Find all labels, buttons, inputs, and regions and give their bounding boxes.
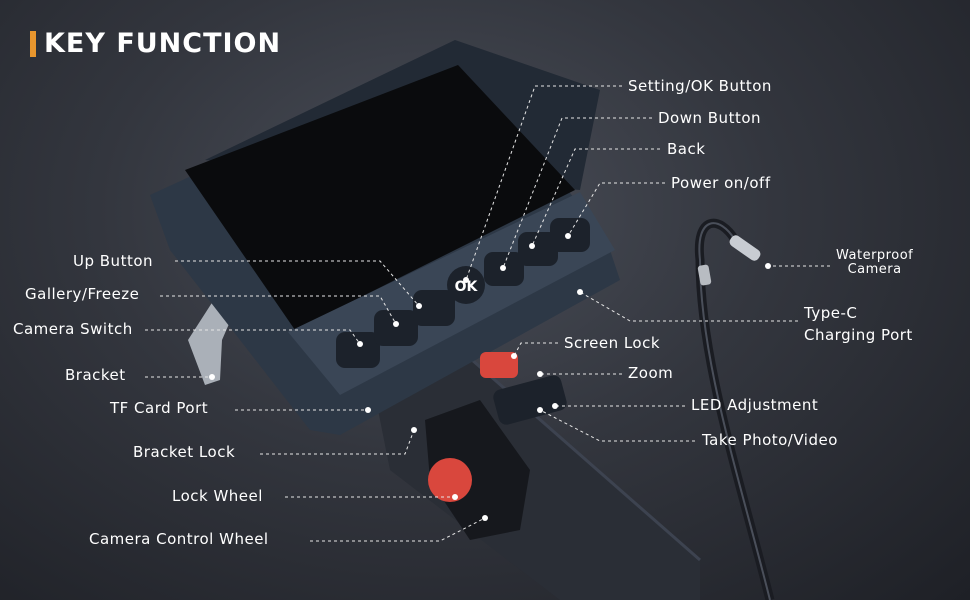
label-bracket-lock: Bracket Lock bbox=[133, 443, 236, 461]
ok-button bbox=[447, 266, 485, 304]
label-screen-lock: Screen Lock bbox=[564, 334, 661, 352]
label-bracket: Bracket bbox=[65, 366, 126, 384]
label-gallery: Gallery/Freeze bbox=[25, 285, 140, 303]
label-typec: Type-C Charging Port bbox=[804, 302, 913, 346]
label-waterproof-line1: Waterproof bbox=[836, 248, 914, 263]
screen bbox=[185, 65, 575, 330]
label-power: Power on/off bbox=[671, 174, 771, 192]
label-setting-ok: Setting/OK Button bbox=[628, 77, 772, 95]
label-camera-switch: Camera Switch bbox=[13, 320, 133, 338]
lock-wheel bbox=[428, 458, 472, 502]
label-zoom: Zoom bbox=[628, 364, 674, 382]
label-tf-card: TF Card Port bbox=[110, 399, 209, 417]
title-text: KEY FUNCTION bbox=[44, 28, 282, 59]
control-buttons: OK bbox=[336, 218, 590, 425]
label-back: Back bbox=[667, 140, 706, 158]
label-photo-video: Take Photo/Video bbox=[702, 431, 838, 449]
label-up: Up Button bbox=[73, 252, 154, 270]
waterproof-camera-tip bbox=[729, 235, 761, 261]
page-title: KEY FUNCTION bbox=[30, 28, 281, 59]
label-led: LED Adjustment bbox=[691, 396, 819, 414]
label-waterproof-line2: Camera bbox=[847, 262, 902, 277]
label-typec-line2: Charging Port bbox=[804, 326, 913, 344]
leader-lines bbox=[145, 85, 830, 542]
label-lock-wheel: Lock Wheel bbox=[172, 487, 263, 505]
title-accent-bar bbox=[30, 30, 36, 57]
bracket bbox=[188, 298, 235, 385]
camera-control-wheel bbox=[425, 400, 530, 540]
label-down: Down Button bbox=[658, 109, 762, 127]
label-camera-wheel: Camera Control Wheel bbox=[89, 530, 269, 548]
label-waterproof: Waterproof Camera bbox=[836, 249, 913, 277]
label-typec-line1: Type-C bbox=[804, 304, 858, 322]
svg-text:OK: OK bbox=[455, 279, 479, 295]
